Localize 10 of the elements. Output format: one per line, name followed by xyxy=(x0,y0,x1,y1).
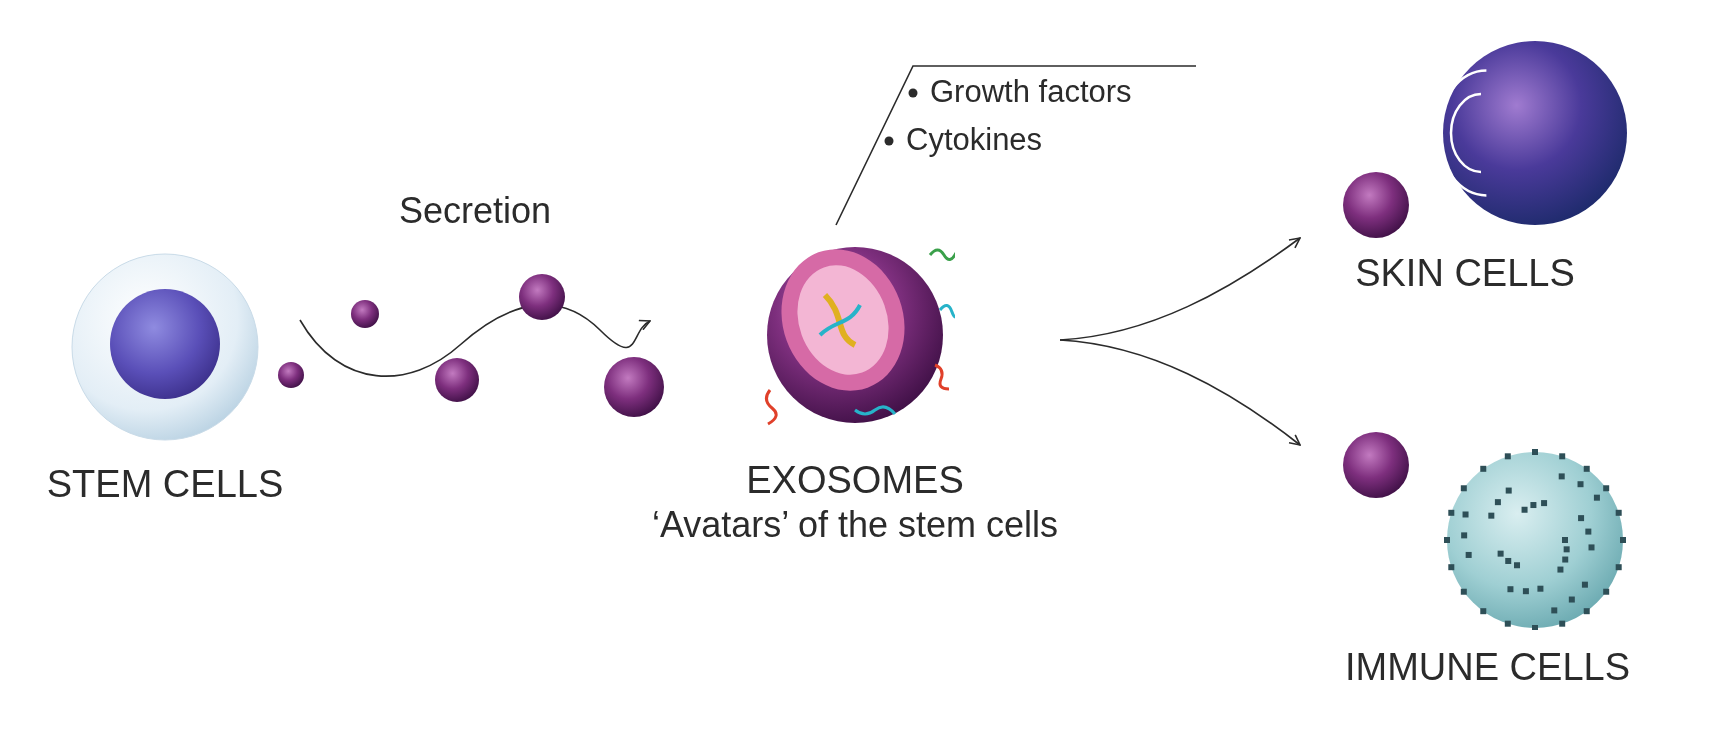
arrow xyxy=(299,304,651,377)
cell-label: STEM CELLS xyxy=(45,464,285,506)
bullet-item: Cytokines xyxy=(906,122,1043,158)
leader-line xyxy=(835,65,1197,226)
bullet-item: Growth factors xyxy=(930,74,1132,110)
arrow xyxy=(1059,339,1301,446)
cell-label: SKIN CELLS xyxy=(1354,253,1576,295)
cell-label: IMMUNE CELLS xyxy=(1343,647,1632,689)
caption-text: ‘Avatars’ of the stem cells xyxy=(650,505,1060,545)
cell-label: EXOSOMES xyxy=(745,460,965,502)
